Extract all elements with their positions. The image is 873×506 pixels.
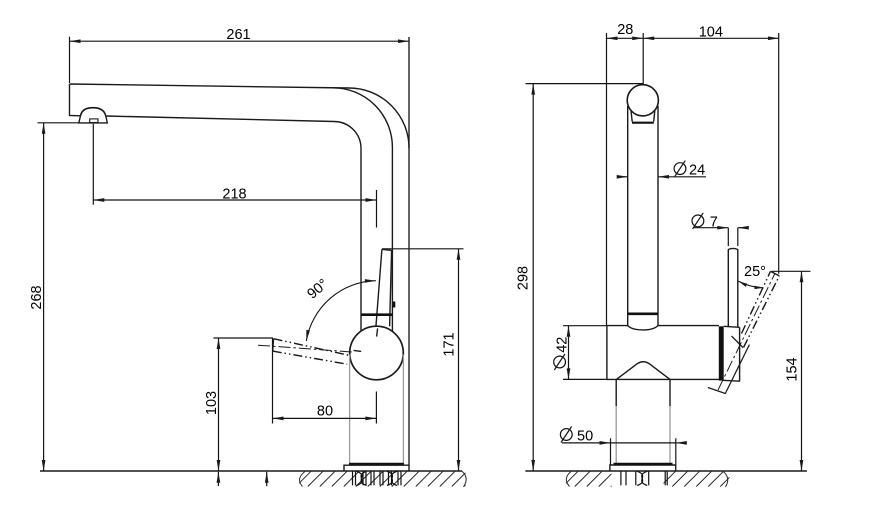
svg-text:25°: 25°	[744, 264, 766, 280]
svg-text:171: 171	[442, 332, 458, 356]
svg-text:218: 218	[222, 186, 246, 202]
svg-text:28: 28	[617, 22, 633, 38]
svg-text:268: 268	[29, 285, 45, 309]
svg-text:7: 7	[710, 215, 718, 231]
svg-text:80: 80	[317, 403, 333, 419]
svg-text:42: 42	[555, 337, 571, 353]
svg-text:24: 24	[689, 162, 705, 178]
svg-text:50: 50	[577, 428, 593, 444]
svg-text:103: 103	[204, 391, 220, 415]
svg-text:154: 154	[785, 357, 801, 381]
svg-text:104: 104	[699, 24, 723, 40]
svg-text:298: 298	[516, 266, 532, 290]
svg-text:261: 261	[226, 27, 250, 43]
